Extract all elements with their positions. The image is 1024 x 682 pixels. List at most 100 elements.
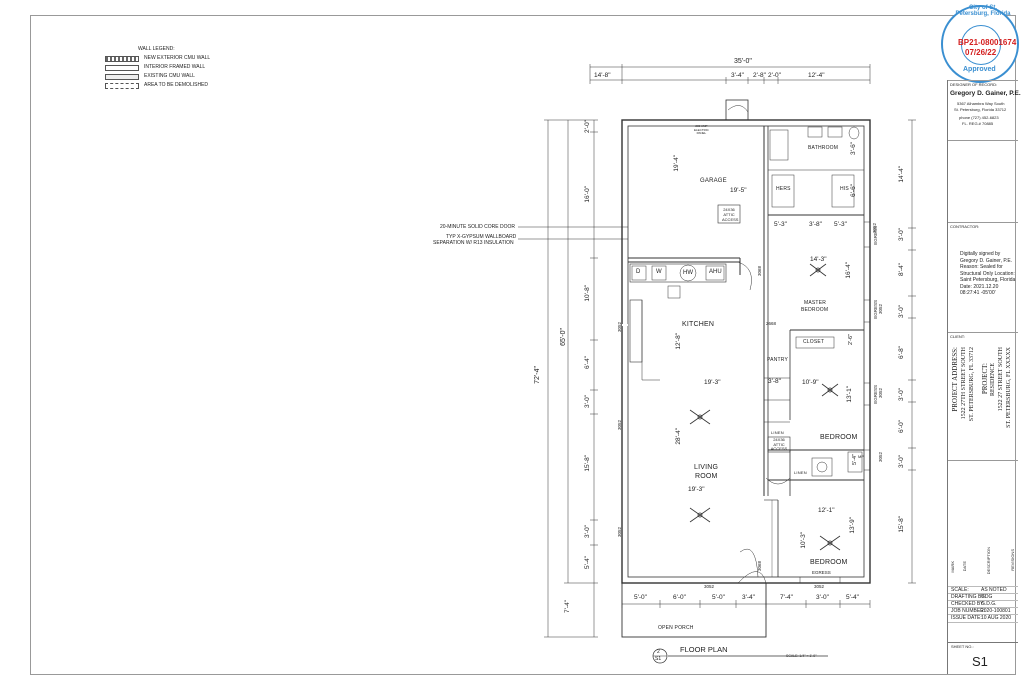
contractor-label: CONTRACTOR: — [950, 224, 980, 229]
dim-left: 6'-4" — [584, 356, 591, 369]
window-tag: 3052 — [872, 223, 877, 234]
dim-bottom: 6'-0" — [673, 594, 686, 601]
digital-signature: Digitally signed by Gregory D. Gainer, P… — [960, 251, 1016, 296]
dim-bath: 6'-6" — [850, 184, 857, 197]
dim-bed3: 10'-3" — [800, 532, 807, 549]
seal-city-text: City of St. Petersburg, Florida — [955, 5, 1011, 17]
dim-bath: 3'-8" — [809, 221, 822, 228]
legend-item: INTERIOR FRAMED WALL — [144, 64, 206, 70]
room-garage: GARAGE — [700, 178, 727, 184]
project-title: PROJECT: — [981, 363, 989, 395]
row-value: 2020-100801 — [981, 608, 1011, 614]
dim-right: 6'-8" — [898, 346, 905, 359]
row-key: CHECKED BY: — [951, 601, 985, 607]
legend-swatch-interior — [105, 65, 139, 71]
dim-closet: 2'-6" — [848, 334, 854, 345]
row-issue: ISSUE DATE:10 AUG 2020 — [948, 614, 1018, 623]
legend-item: NEW EXTERIOR CMU WALL — [144, 55, 211, 61]
dim-bed3: 13'-9" — [849, 517, 856, 534]
sheet-number: S1 — [972, 654, 988, 669]
dim-left-65: 65'-0" — [560, 328, 567, 346]
seal-date: 07/26/22 — [965, 48, 997, 57]
dim-garage: 19'-5" — [730, 187, 747, 194]
row-value: GDG — [981, 594, 993, 600]
designer-section: DESIGNER OF RECORD: Gregory D. Gainer, P… — [948, 80, 1021, 140]
legend-item: AREA TO BE DEMOLISHED — [144, 82, 209, 88]
dim-right: 15'-8" — [898, 516, 905, 533]
appliance-washer: W — [656, 269, 662, 275]
dim-living: 28'-4" — [675, 428, 682, 445]
window-tag: 3052 — [617, 527, 622, 538]
egress-label: EGRESS — [812, 570, 831, 575]
drawing-sheet — [30, 15, 1016, 675]
door-tag: 3068 — [757, 266, 762, 277]
rev-col-date: DATE — [962, 561, 967, 572]
seal-approved-text: Approved — [963, 66, 996, 73]
row-key: SCALE: — [951, 587, 969, 593]
row-job: JOB NUMBER:2020-100801 — [948, 607, 1018, 615]
room-bedroom-2: BEDROOM — [820, 434, 858, 441]
dim-left: 2'-0" — [584, 120, 591, 133]
engineer-phone: phone (727) 452-6823 — [959, 115, 999, 120]
engineer-registration: FL. REG.# 70885 — [962, 121, 994, 126]
room-master: MASTER — [804, 300, 827, 306]
dim-right: 8'-4" — [898, 263, 905, 276]
room-master-2: BEDROOM — [801, 307, 829, 313]
drawing-title: FLOOR PLAN — [680, 645, 728, 654]
row-key: ISSUE DATE: — [951, 615, 982, 621]
window-tag: 3052 — [814, 584, 825, 589]
room-bedroom-3: BEDROOM — [810, 559, 848, 566]
dim-bottom: 5'-4" — [846, 594, 859, 601]
dim-bath: 5'-3" — [774, 221, 787, 228]
window-tag: 3052 — [878, 452, 883, 463]
dim-right: 14'-4" — [898, 166, 905, 183]
room-linen-1: LINEN — [771, 430, 784, 435]
dim-top-b: 2'-8" — [753, 72, 766, 79]
designer-label: DESIGNER OF RECORD: — [950, 82, 998, 87]
legend-swatch-demolish — [105, 83, 139, 89]
row-drafting: DRAFTING BY:GDG — [948, 593, 1018, 601]
legend-swatch-existing — [105, 74, 139, 80]
engineer-address-2: St. Petersburg, Florida 33712 — [954, 107, 1007, 112]
row-value: 10 AUG 2020 — [981, 615, 1012, 621]
room-linen-2: LINEN — [794, 470, 807, 475]
row-key: DRAFTING BY: — [951, 594, 986, 600]
detail-tag-sheet: S1 — [655, 656, 662, 662]
dim-top-d: 12'-4" — [808, 72, 825, 79]
room-open-porch: OPEN PORCH — [658, 625, 694, 631]
row-value: AS NOTED — [981, 587, 1007, 593]
window-tag: 3052 — [617, 420, 622, 431]
door-tag: 2668 — [766, 321, 777, 326]
certification-section — [948, 140, 1018, 222]
revisions-label: REVISIONS — [1010, 549, 1015, 571]
project-city: ST. PETERSBURG, FL XXXXX — [1006, 347, 1012, 428]
legend-title: WALL LEGEND: — [138, 46, 175, 52]
dim-right: 3'-0" — [898, 228, 905, 241]
note-wallboard-2: SEPARATION W/ R13 INSULATION — [433, 240, 514, 246]
legend-item: EXISTING CMU WALL — [144, 73, 195, 79]
sheet-number-section: SHEET NO.: S1 — [948, 642, 1018, 674]
dim-bottom: 3'-0" — [816, 594, 829, 601]
room-hers: HERS — [776, 186, 791, 192]
dim-master: 14'-3" — [810, 256, 827, 263]
window-tag: 3052 — [878, 304, 883, 315]
dim-right: 3'-0" — [898, 388, 905, 401]
dim-right: 6'-0" — [898, 420, 905, 433]
dim-bottom: 5'-0" — [712, 594, 725, 601]
client-section: CLIENT: PROJECT ADDRESS: 1522 27TH STREE… — [948, 332, 1018, 460]
sheet-number-label: SHEET NO.: — [951, 644, 974, 649]
window-tag: 3052 — [704, 584, 715, 589]
dim-bottom: 5'-0" — [634, 594, 647, 601]
dim-living: 19'-3" — [688, 486, 705, 493]
dim-left-total: 72'-4" — [534, 366, 541, 384]
appliance-water-heater: HW — [683, 270, 693, 276]
drawing-scale: SCALE: 1/4" = 1'-0" — [786, 654, 817, 658]
dim-bottom: 7'-4" — [780, 594, 793, 601]
appliance-ahu: AHU — [709, 269, 722, 275]
rev-col-description: DESCRIPTION — [986, 547, 991, 575]
room-pantry: PANTRY — [767, 357, 789, 363]
project-street: 1522 27 STREET SOUTH — [998, 347, 1004, 412]
room-living-2: ROOM — [695, 473, 718, 480]
rev-col-mark: MARK — [950, 561, 955, 573]
